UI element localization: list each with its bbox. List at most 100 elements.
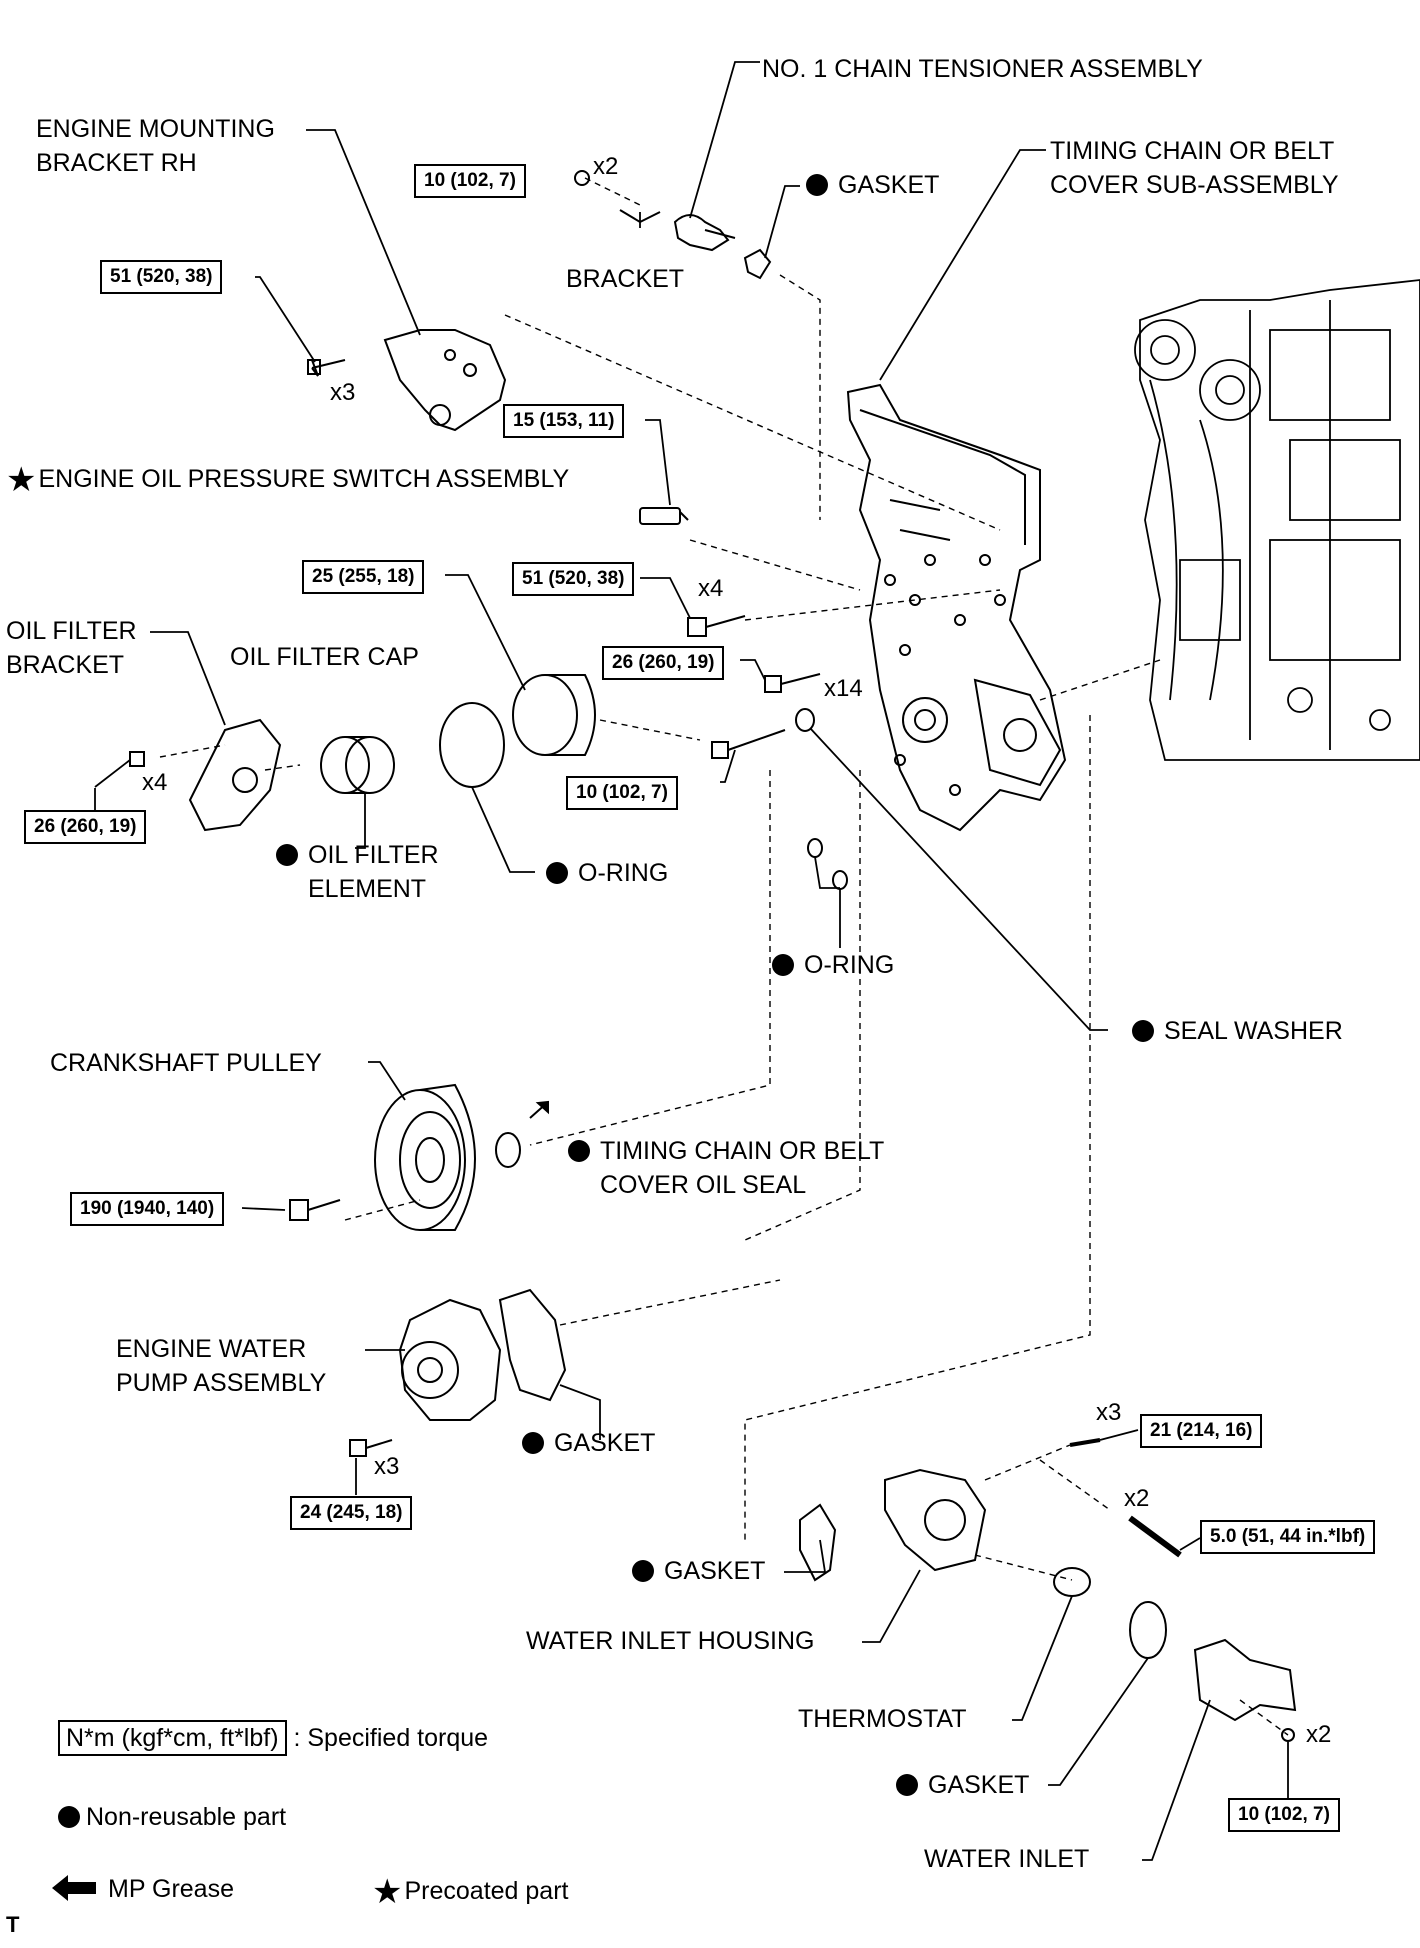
torque-housing-bolt: 21 (214, 16): [1140, 1414, 1263, 1448]
gasket-pump-illustration: [498, 1288, 567, 1402]
oil-filter-cap-illustration: [512, 674, 596, 756]
qty-bracket-rh: x3: [330, 379, 356, 406]
oil-filter-bracket-illustration: [188, 718, 282, 832]
qty-pump: x3: [374, 1453, 400, 1480]
legend-torque-box: N*m (kgf*cm, ft*lbf): [58, 1720, 287, 1756]
label-water-inlet-housing: WATER INLET HOUSING: [526, 1627, 815, 1655]
label-oil-pressure-switch: ★ENGINE OIL PRESSURE SWITCH ASSEMBLY: [6, 461, 570, 499]
label-chain-tensioner: NO. 1 CHAIN TENSIONER ASSEMBLY: [762, 55, 1203, 83]
label-gasket-housing: GASKET: [632, 1554, 765, 1588]
housing-bolt-illustration: [1069, 1438, 1101, 1447]
label-oil-filter-element-line2: ELEMENT: [308, 875, 427, 903]
oil-filter-element-illustration: [320, 736, 395, 794]
bolt-filter-bracket-illustration: [129, 751, 145, 767]
nut-illustration: [574, 170, 590, 186]
qty-stud: x2: [1124, 1485, 1150, 1512]
label-oil-seal-line2: COVER OIL SEAL: [600, 1171, 807, 1199]
label-water-pump-line2: PUMP ASSEMBLY: [116, 1369, 327, 1397]
stud-illustration: [1128, 1515, 1182, 1558]
torque-cap: 25 (255, 18): [302, 560, 425, 594]
label-engine-mount-bracket-line2: BRACKET RH: [36, 149, 197, 177]
non-reusable-dot-icon: [1132, 1020, 1154, 1042]
qty-housing-bolt: x3: [1096, 1399, 1122, 1426]
legend-torque: N*m (kgf*cm, ft*lbf) : Specified torque: [58, 1720, 488, 1756]
legend-precoated: ★Precoated part: [372, 1873, 569, 1911]
label-crankshaft-pulley: CRANKSHAFT PULLEY: [50, 1049, 322, 1077]
torque-pump: 24 (245, 18): [290, 1496, 413, 1530]
cover-bolts-illustration: [687, 615, 821, 759]
crankshaft-pulley-illustration: [374, 1083, 476, 1231]
engine-block-illustration: [1134, 279, 1420, 761]
oring-small-1-illustration: [807, 838, 823, 858]
footer-mark: T: [6, 1912, 20, 1937]
seal-washer-illustration: [795, 708, 815, 732]
label-timing-cover-line2: COVER SUB-ASSEMBLY: [1050, 171, 1339, 199]
torque-cover-26: 26 (260, 19): [602, 646, 725, 680]
label-gasket-pump: GASKET: [522, 1426, 655, 1460]
torque-stud: 5.0 (51, 44 in.*lbf): [1200, 1520, 1376, 1554]
qty-cover-26: x14: [824, 675, 863, 702]
non-reusable-dot-icon: [276, 844, 298, 866]
torque-bracket-rh: 51 (520, 38): [100, 260, 223, 294]
pulley-bolt-illustration: [289, 1199, 341, 1221]
legend-torque-text: : Specified torque: [293, 1724, 489, 1752]
torque-cover-10: 10 (102, 7): [566, 776, 678, 810]
mp-grease-arrow-icon: [529, 1100, 549, 1119]
engine-mounting-bracket-illustration: [383, 329, 507, 432]
precoated-star-icon: ★: [6, 461, 37, 499]
pump-bolt-illustration: [349, 1439, 393, 1457]
non-reusable-dot-icon: [632, 1560, 654, 1582]
water-pump-illustration: [398, 1298, 502, 1421]
label-bracket: BRACKET: [566, 265, 685, 293]
label-oil-filter-cap: OIL FILTER CAP: [230, 643, 419, 671]
oil-pressure-switch-illustration: [639, 507, 689, 525]
label-timing-cover-line1: TIMING CHAIN OR BELT: [1050, 137, 1335, 165]
label-oil-filter-element-line1: OIL FILTER: [276, 838, 439, 872]
oring-large-illustration: [439, 702, 505, 788]
mp-grease-arrow-icon: [52, 1875, 96, 1901]
gasket-housing-illustration: [799, 1503, 837, 1582]
legend-mp-grease: MP Grease: [50, 1872, 234, 1906]
label-water-inlet: WATER INLET: [924, 1845, 1090, 1873]
torque-inlet: 10 (102, 7): [1228, 1798, 1340, 1832]
oring-small-2-illustration: [832, 870, 848, 890]
leader-lines: [94, 61, 1289, 1861]
timing-cover-illustration: [846, 383, 1067, 832]
torque-switch: 15 (153, 11): [503, 404, 625, 438]
label-engine-mount-bracket-line1: ENGINE MOUNTING: [36, 115, 275, 143]
label-gasket-inlet: GASKET: [896, 1768, 1029, 1802]
chain-tensioner-illustration: [673, 214, 736, 252]
label-gasket-top: GASKET: [806, 168, 939, 202]
label-water-pump-line1: ENGINE WATER: [116, 1335, 307, 1363]
bolt-bracket-illustration: [307, 359, 346, 377]
torque-filter-bracket: 26 (260, 19): [24, 810, 147, 844]
qty-inlet: x2: [1306, 1721, 1332, 1748]
inlet-nut-illustration: [1281, 1728, 1295, 1742]
qty-filter-bracket: x4: [142, 769, 168, 796]
non-reusable-dot-icon: [772, 954, 794, 976]
non-reusable-dot-icon: [806, 174, 828, 196]
label-seal-washer: SEAL WASHER: [1132, 1014, 1343, 1048]
label-oil-filter-bracket-line1: OIL FILTER: [6, 617, 137, 645]
water-inlet-housing-illustration: [884, 1468, 987, 1572]
label-oil-seal-line1: TIMING CHAIN OR BELT: [568, 1134, 884, 1168]
label-oring-1: O-RING: [546, 856, 668, 890]
non-reusable-dot-icon: [522, 1432, 544, 1454]
gasket-top-illustration: [743, 248, 772, 280]
thermostat-illustration: [1053, 1567, 1091, 1597]
non-reusable-dot-icon: [546, 862, 568, 884]
label-oil-filter-bracket-line2: BRACKET: [6, 651, 125, 679]
precoated-star-icon: ★: [372, 1873, 403, 1911]
torque-tensioner: 10 (102, 7): [414, 164, 526, 198]
gasket-inlet-illustration: [1129, 1601, 1167, 1659]
label-thermostat: THERMOSTAT: [798, 1705, 967, 1733]
assembly-dashed-lines: [159, 177, 1289, 1736]
non-reusable-dot-icon: [896, 1774, 918, 1796]
non-reusable-dot-icon: [58, 1806, 80, 1828]
non-reusable-dot-icon: [568, 1140, 590, 1162]
torque-cover-51: 51 (520, 38): [512, 562, 635, 596]
label-oring-2: O-RING: [772, 948, 894, 982]
qty-tensioner: x2: [593, 153, 619, 180]
